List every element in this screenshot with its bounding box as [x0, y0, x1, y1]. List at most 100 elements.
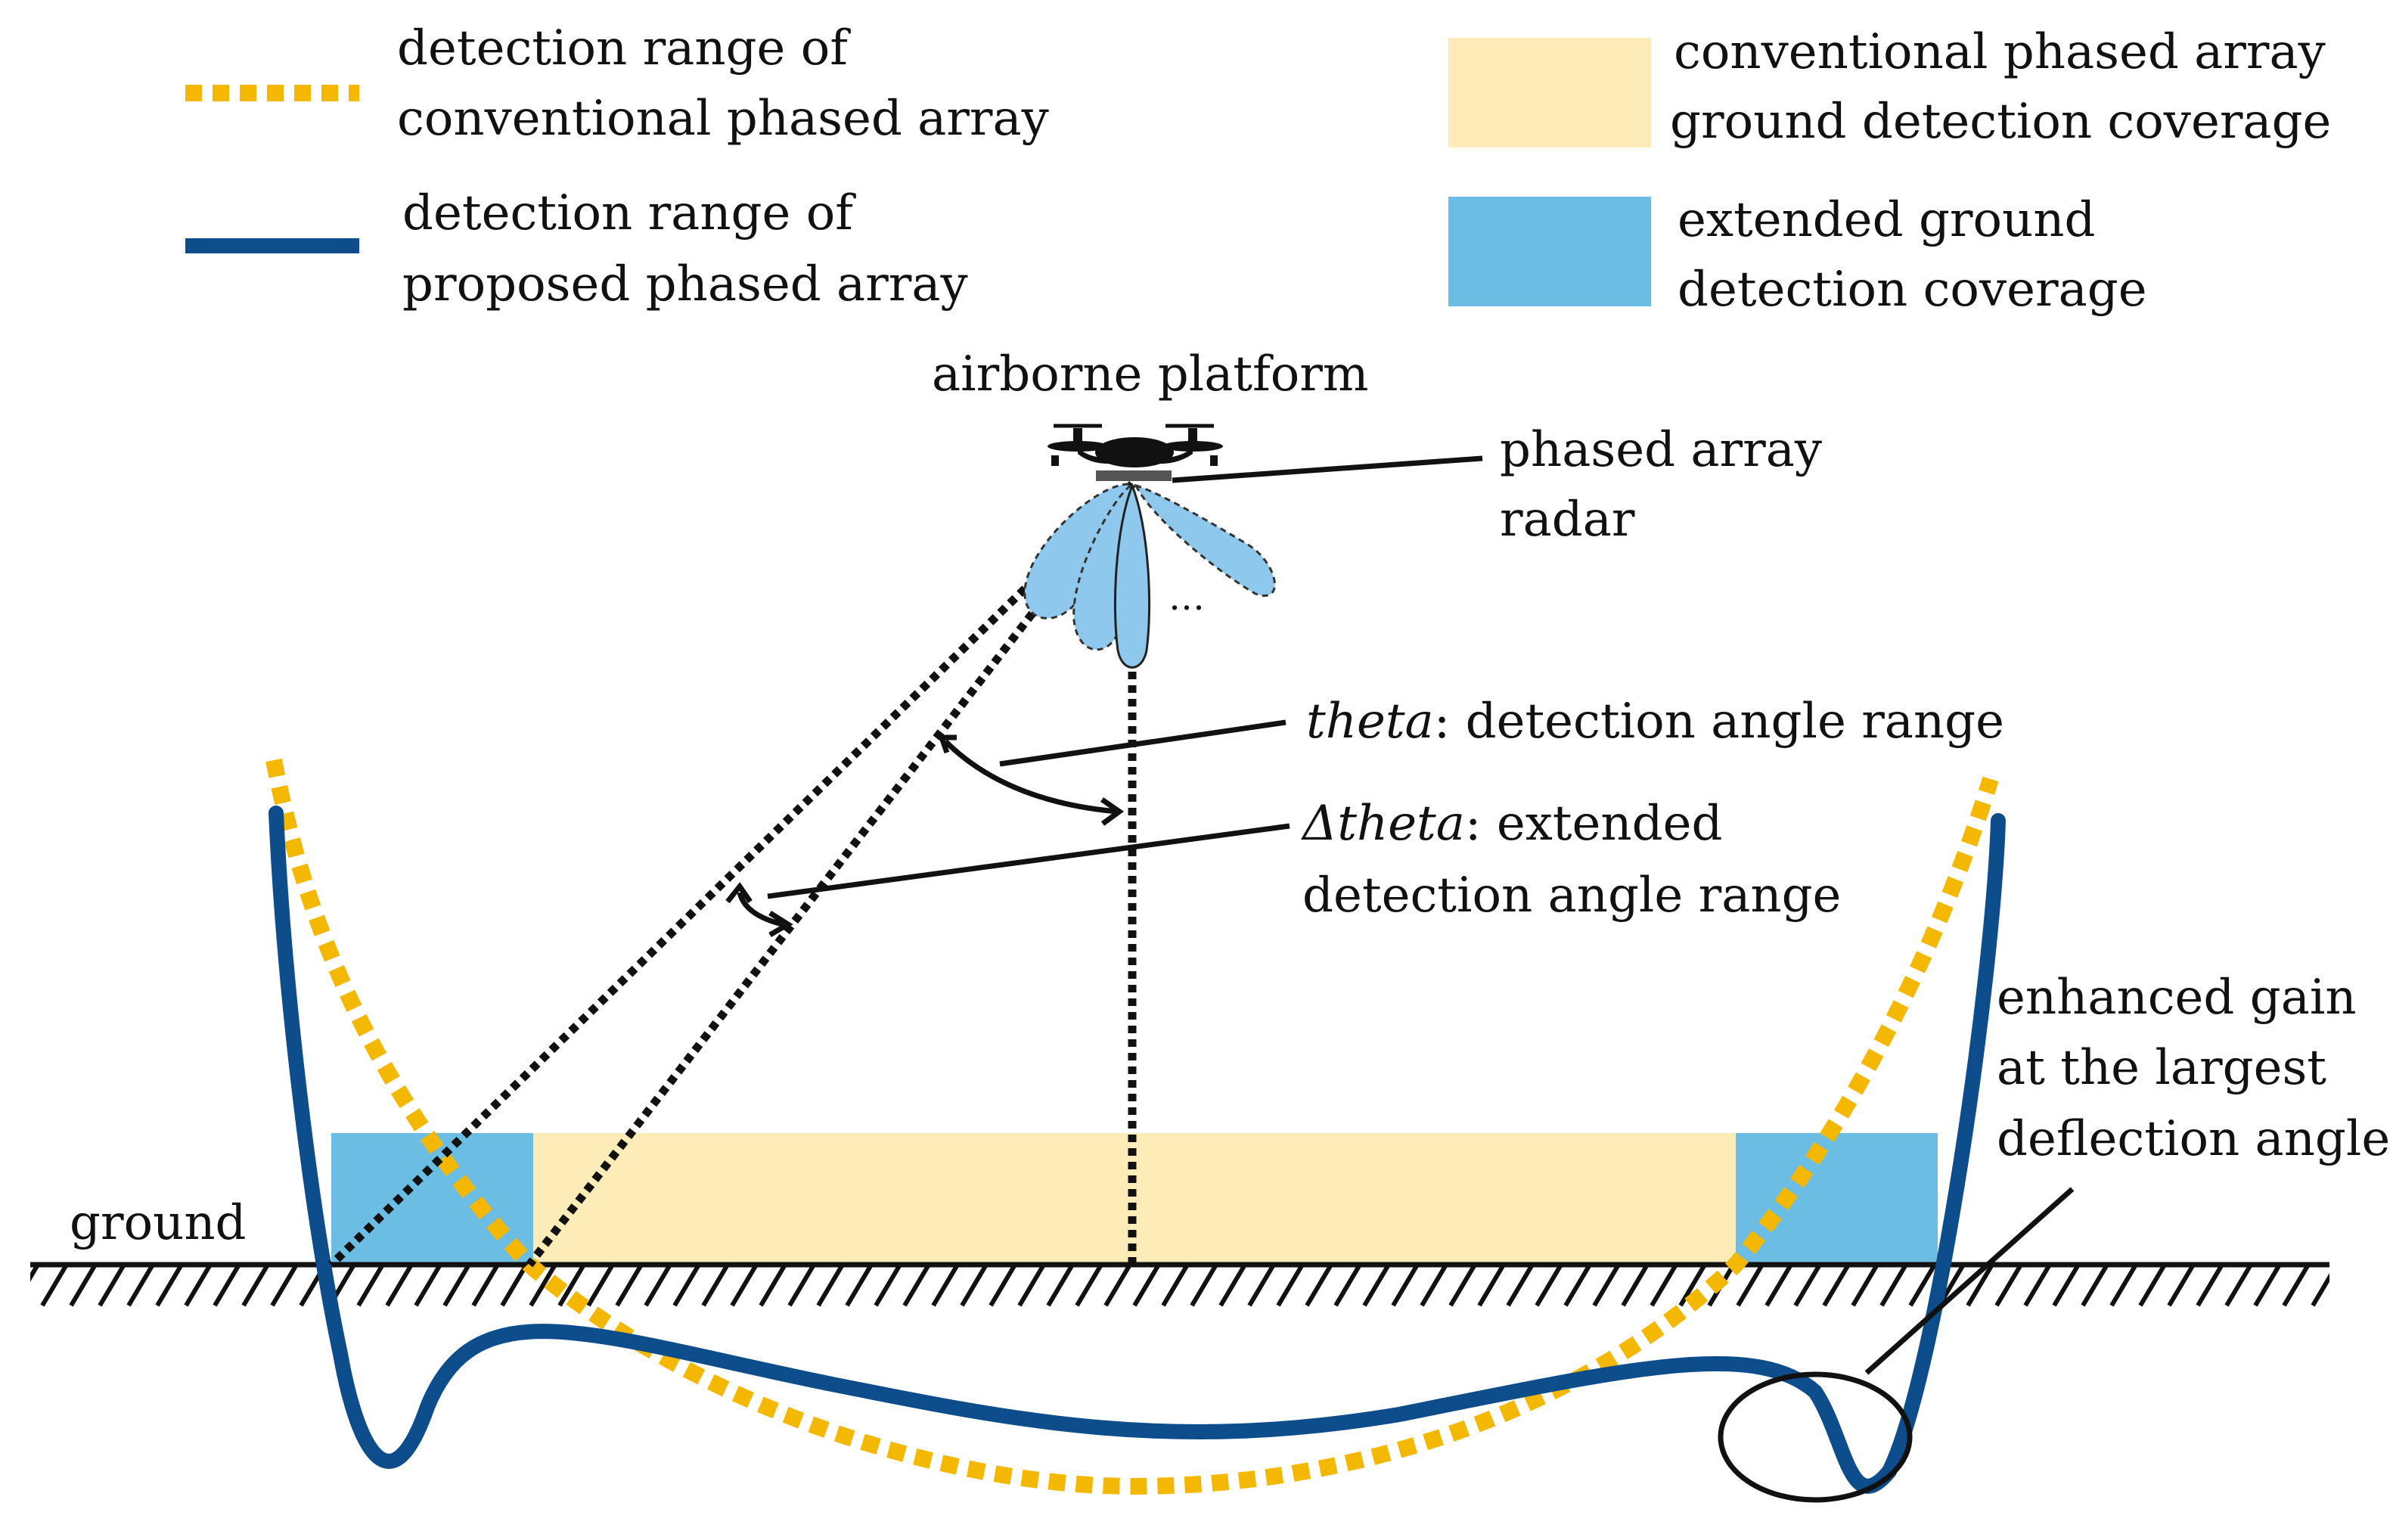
ground-hatch-stroke [213, 1265, 241, 1307]
ground-hatch-stroke [2196, 1265, 2224, 1307]
ground-hatch-stroke [1161, 1265, 1190, 1307]
ground-hatch-stroke [557, 1265, 586, 1307]
ground-hatching [30, 1265, 2329, 1307]
radar-label-1: phased array [1500, 422, 1822, 478]
legend: detection range of conventional phased a… [185, 20, 2331, 318]
ground-hatch-stroke [2138, 1265, 2167, 1307]
ground-hatch-stroke [701, 1265, 730, 1307]
ground-hatch-stroke [1822, 1265, 1851, 1307]
ground-hatch-stroke [1908, 1265, 1937, 1307]
ground-hatch-stroke [1017, 1265, 1046, 1307]
ground-hatch-stroke [1621, 1265, 1650, 1307]
ground-hatch-stroke [2167, 1265, 2196, 1307]
delta-arrow-head-top [725, 882, 753, 904]
ground-hatch-stroke [98, 1265, 126, 1307]
ground-hatch-stroke [2282, 1265, 2311, 1307]
ground-hatch-stroke [270, 1265, 299, 1307]
enhanced-gain-label-3: deflection angle [1997, 1111, 2390, 1167]
ground-hatch-stroke [1736, 1265, 1764, 1307]
ground-hatch-stroke [1333, 1265, 1362, 1307]
ground-hatch-stroke [2224, 1265, 2253, 1307]
enhanced-gain-leader-line [1864, 1187, 2075, 1375]
legend-conventional-line-text-2: conventional phased array [397, 91, 1049, 147]
ground-hatch-stroke [1793, 1265, 1822, 1307]
ground-hatch-stroke [787, 1265, 816, 1307]
ground-hatch-stroke [385, 1265, 414, 1307]
ground-hatch-stroke [2253, 1265, 2282, 1307]
extended-coverage-area-right [1736, 1133, 1938, 1265]
ground-label: ground [70, 1195, 247, 1251]
delta-theta-description: : extended [1465, 796, 1723, 852]
ground-hatch-stroke [874, 1265, 902, 1307]
ground-hatch-stroke [2109, 1265, 2138, 1307]
ground-hatch-stroke [1305, 1265, 1333, 1307]
beam-lobes: … [1023, 482, 1276, 669]
delta-theta-angle-arc [737, 891, 784, 927]
ground-hatch-stroke [1764, 1265, 1793, 1307]
ground-hatch-stroke [845, 1265, 874, 1307]
delta-theta-annotation [725, 823, 1290, 938]
ground-hatch-stroke [672, 1265, 701, 1307]
beam-lobe-right [1134, 483, 1276, 597]
conventional-max-beam-line [526, 481, 1136, 1268]
ground-hatch-stroke [1046, 1265, 1075, 1307]
delta-theta-symbol: Δtheta [1300, 796, 1465, 852]
legend-proposed-line-text-2: proposed phased array [402, 256, 968, 312]
ground-hatch-stroke [931, 1265, 960, 1307]
theta-description: : detection angle range [1434, 694, 2004, 750]
ground-hatch-stroke [1535, 1265, 1563, 1307]
extended-max-beam-line [328, 481, 1135, 1268]
theta-annotation [938, 719, 1287, 826]
ground-hatch-stroke [1218, 1265, 1247, 1307]
ground-hatch-stroke [1563, 1265, 1592, 1307]
ground-hatch-stroke [2052, 1265, 2081, 1307]
ground-hatch-stroke [759, 1265, 787, 1307]
ground-hatch-stroke [1391, 1265, 1420, 1307]
ground-hatch-stroke [989, 1265, 1017, 1307]
enhanced-gain-label-1: enhanced gain [1997, 970, 2357, 1026]
ground-hatch-stroke [1075, 1265, 1103, 1307]
ground-hatch-stroke [1448, 1265, 1477, 1307]
delta-theta-leader-line [767, 823, 1290, 899]
ground-hatch-stroke [1132, 1265, 1161, 1307]
ground-hatch-stroke [2311, 1272, 2329, 1307]
ground-hatch-stroke [1190, 1265, 1218, 1307]
ground-hatch-stroke [2023, 1265, 2052, 1307]
ground-hatch-stroke [529, 1265, 557, 1307]
ground-hatch-stroke [69, 1265, 98, 1307]
ground-hatch-stroke [1103, 1265, 1132, 1307]
legend-conventional-area-swatch [1448, 38, 1651, 147]
theta-symbol: theta [1306, 694, 1434, 750]
ground-hatch-stroke [155, 1265, 184, 1307]
ground-hatch-stroke [1247, 1265, 1276, 1307]
ground-hatch-stroke [40, 1265, 69, 1307]
ground-hatch-stroke [184, 1265, 213, 1307]
ground-hatch-stroke [1276, 1265, 1305, 1307]
theta-leader-line [999, 719, 1287, 767]
beam-lobe-vertical [1113, 482, 1151, 669]
ground-hatch-stroke [1592, 1265, 1621, 1307]
radar-panel [1096, 470, 1172, 481]
radar-leader-line [1172, 455, 1483, 483]
drone-icon [1048, 424, 1483, 483]
ground-hatch-stroke [615, 1265, 644, 1307]
legend-conventional-line-text-1: detection range of [397, 20, 851, 76]
legend-extended-area-text-2: detection coverage [1678, 262, 2147, 318]
radar-label-2: radar [1500, 492, 1635, 548]
delta-theta-label-2: detection angle range [1302, 868, 1841, 924]
ground-hatch-stroke [1506, 1265, 1535, 1307]
ground-hatch-stroke [356, 1265, 385, 1307]
theta-arrow-head-top [938, 734, 957, 754]
ground-hatch-stroke [816, 1265, 845, 1307]
beam-ellipsis: … [1169, 576, 1205, 619]
beam-lobe-extended [1023, 483, 1130, 619]
ground-hatch-stroke [126, 1265, 155, 1307]
platform-label: airborne platform [932, 346, 1369, 402]
ground-hatch-stroke [586, 1265, 615, 1307]
theta-arrow-head-right [1100, 797, 1125, 826]
legend-conventional-area-text-2: ground detection coverage [1670, 94, 2331, 150]
ground-hatch-stroke [1678, 1265, 1707, 1307]
conventional-detection-range-curve [265, 758, 1999, 1495]
ground-hatch-stroke [1420, 1265, 1448, 1307]
